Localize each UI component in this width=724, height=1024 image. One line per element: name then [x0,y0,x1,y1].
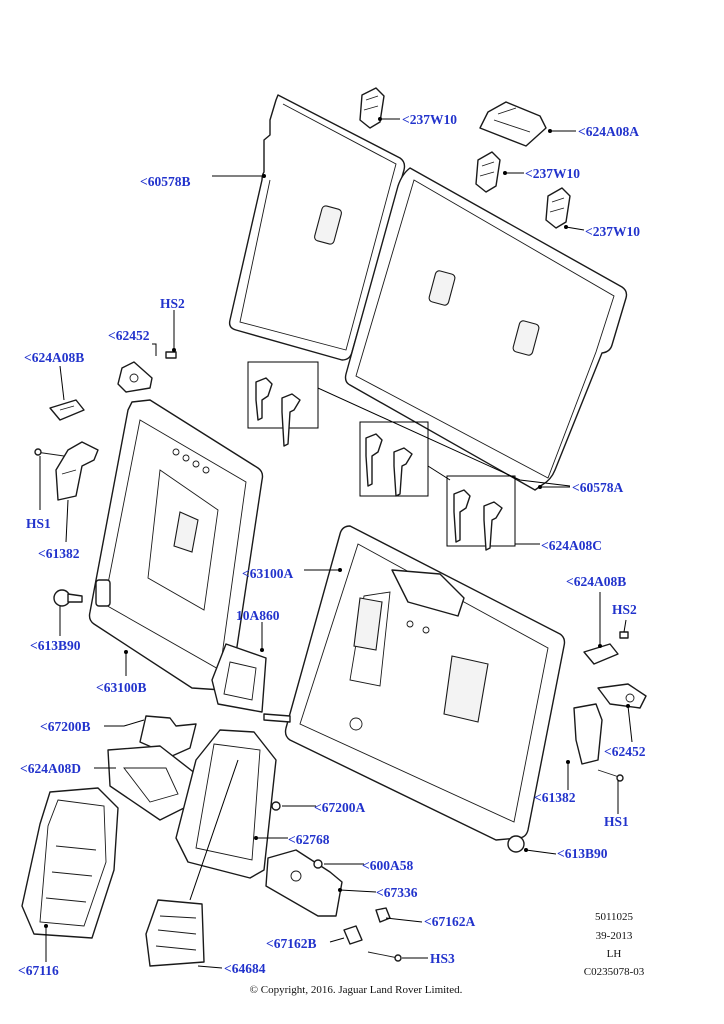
trim-cover-624a08a [479,101,547,147]
latch-striker-group-2 [359,421,429,497]
callout-labels: <237W10 <624A08A <60578B <237W10 <237W10… [18,112,646,978]
bracket-62452-left [117,361,153,393]
latch-striker-group-1 [247,361,319,447]
label-hs1-left: HS1 [26,516,51,531]
label-62768: <62768 [288,832,330,847]
seat-back-frame-63100a [263,525,566,841]
meta-line-4: C0235078-03 [584,966,645,978]
label-624a08b-right: <624A08B [566,574,626,589]
label-64684: <64684 [224,961,266,976]
label-hs3: HS3 [430,951,455,966]
seat-back-frame-63100b [88,399,264,691]
bolt-hs3 [367,951,402,962]
seat-back-panel-60578b [228,94,406,361]
bolt-hs1-right [597,769,624,782]
seat-back-panel-60578a [344,167,628,491]
label-60578a: <60578A [572,480,623,495]
pivot-613b90-right [507,835,525,853]
label-67200a: <67200A [314,800,365,815]
label-63100a: <63100A [242,566,293,581]
trim-pad-624a08b-left [49,399,85,421]
label-67162b: <67162B [266,936,316,951]
label-10a860: 10A860 [236,608,280,623]
label-67162a: <67162A [424,914,475,929]
label-624a08d: <624A08D [20,761,81,776]
label-hs1-right: HS1 [604,814,629,829]
label-62452-right: <62452 [604,744,646,759]
label-61382-left: <61382 [38,546,80,561]
armrest-cover-64684 [145,899,205,967]
armrest-bracket-10a860 [211,643,267,713]
label-67200b: <67200B [40,719,90,734]
label-hs2-right: HS2 [612,602,637,617]
label-61382-right: <61382 [534,790,576,805]
bracket-62452-right [597,683,647,709]
label-600a58: <600A58 [362,858,413,873]
headrest-guide-237w10-b [475,151,501,193]
label-624a08c: <624A08C [541,538,602,553]
hinge-61382-left [55,441,99,501]
bush-67162a [375,907,391,923]
meta-line-3: LH [607,948,622,960]
label-237w10-b: <237W10 [525,166,580,181]
bolt-hs2-right [619,631,629,639]
label-62452-left: <62452 [108,328,150,343]
label-624a08b-left: <624A08B [24,350,84,365]
headrest-guide-237w10-c [545,187,571,229]
label-237w10-c: <237W10 [585,224,640,239]
label-67336: <67336 [376,885,418,900]
nut-600a58 [313,859,323,869]
hinge-67336 [265,849,343,917]
meta-line-2: 39-2013 [596,930,633,942]
leader-lines [39,117,633,969]
label-613b90-right: <613B90 [557,846,608,861]
label-624a08a: <624A08A [578,124,639,139]
armrest-62768 [175,729,277,879]
meta-line-1: 5011025 [595,911,634,923]
label-237w10-a: <237W10 [402,112,457,127]
bolt-hs1-left [34,448,65,457]
bolt-hs2-left [165,351,177,359]
label-613b90-left: <613B90 [30,638,81,653]
label-hs2-left: HS2 [160,296,185,311]
hinge-61382-right [573,703,603,765]
headrest-guide-237w10-a [359,87,385,129]
armrest-base-67116 [21,787,119,939]
copyright-text: © Copyright, 2016. Jaguar Land Rover Lim… [250,984,463,996]
label-63100b: <63100B [96,680,146,695]
label-60578b: <60578B [140,174,190,189]
bush-67162b [343,925,363,945]
label-67116: <67116 [18,963,59,978]
diagram-meta: 5011025 39-2013 LH C0235078-03 [584,911,645,978]
latch-striker-group-3 [446,475,516,551]
pivot-613b90-left [53,589,83,607]
screw-67200a [271,801,281,811]
